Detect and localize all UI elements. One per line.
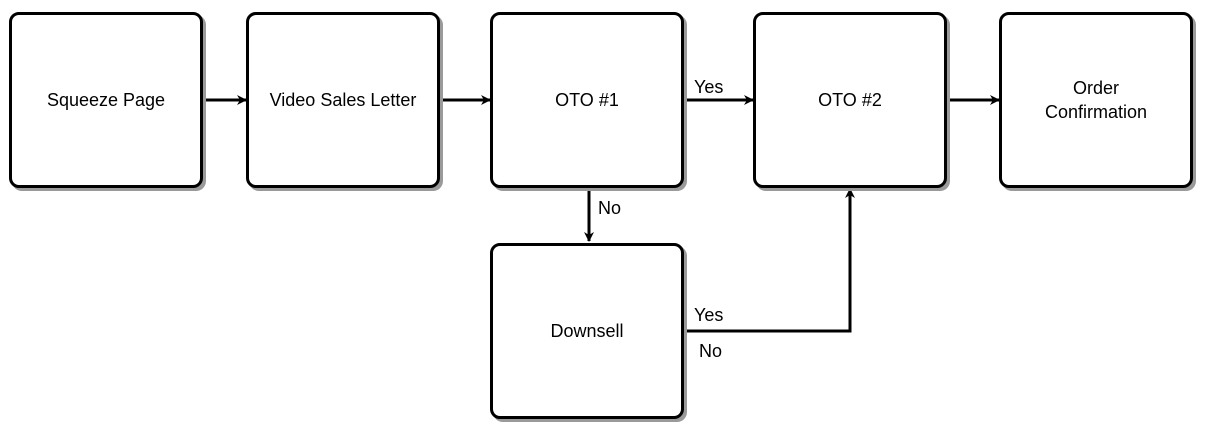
edge-downsell-to-oto2 [686, 188, 855, 333]
node-video-sales-letter: Video Sales Letter [246, 12, 440, 188]
label-oto1-no: No [598, 198, 622, 218]
label-oto1-yes: Yes [694, 77, 724, 97]
node-order-confirmation: Order Confirmation [999, 12, 1193, 188]
node-squeeze-page: Squeeze Page [9, 12, 203, 188]
node-oto-2: OTO #2 [753, 12, 947, 188]
node-oto-1: OTO #1 [490, 12, 684, 188]
node-downsell: Downsell [490, 243, 684, 419]
label-downsell-yes: Yes [694, 305, 724, 325]
label-downsell-no: No [699, 341, 723, 361]
